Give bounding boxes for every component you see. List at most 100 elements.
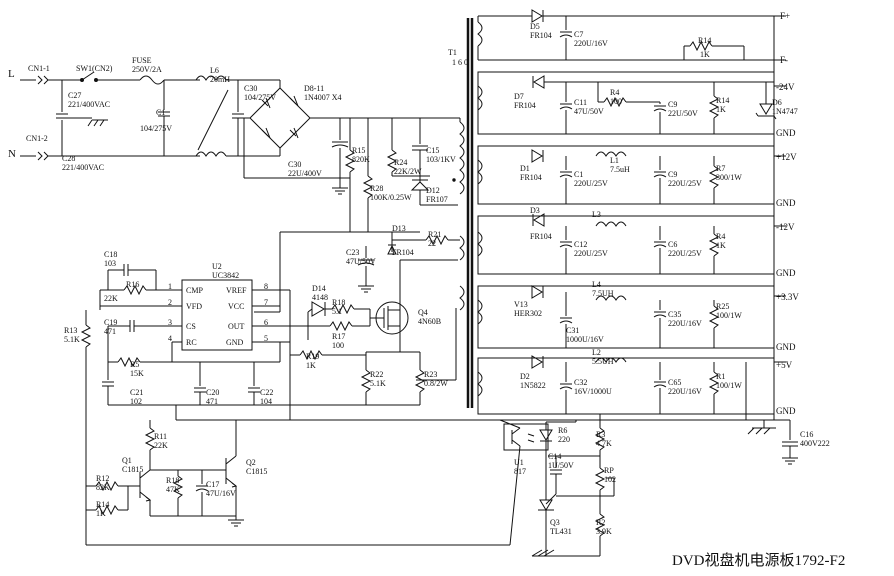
- c23-value: 47U/50V: [346, 257, 376, 266]
- pin-gnd: GND: [226, 338, 244, 347]
- r17-ref: R17: [332, 332, 346, 341]
- r14-neg24-ref: R14: [716, 96, 730, 105]
- compensation-network: [80, 264, 470, 545]
- c35-label: C35 220U/16V: [668, 310, 702, 328]
- r23-value: 0.8/2W: [424, 379, 448, 388]
- r4-neg24-ref: R4: [610, 88, 620, 97]
- u1-value: 817: [514, 467, 526, 476]
- r4-neg24-value: 100: [610, 97, 622, 106]
- c11-label: C11 47U/50V: [574, 98, 604, 116]
- pin-num-5: 5: [264, 334, 268, 343]
- d7-ref: D7: [514, 92, 524, 101]
- c21-label: C21 102: [130, 388, 143, 406]
- r5-value: 15K: [130, 369, 144, 378]
- l4-label: L4 7.5UH: [592, 280, 614, 298]
- r14b-label: R14 1K: [96, 500, 109, 518]
- c9-neg24-label: C9 22U/50V: [668, 100, 698, 118]
- d7-value: FR104: [514, 101, 536, 110]
- r14-fminus-ref: R14: [698, 36, 712, 45]
- fuse-symbol: [139, 75, 165, 85]
- c21-ref: C21: [130, 388, 144, 397]
- snubber-network: [386, 118, 458, 206]
- c32-label: C32 16V/1000U: [574, 378, 612, 396]
- r7-value: 300/1W: [716, 173, 742, 182]
- r21-value: 22: [428, 239, 436, 248]
- c31-value: 1000U/16V: [566, 335, 604, 344]
- q3-ref: Q3: [550, 518, 560, 527]
- r1-label: R1 100/1W: [716, 372, 742, 390]
- bulk-cap-ground-symbol: [332, 187, 348, 195]
- d3-value: FR104: [530, 232, 552, 241]
- c7-value: 220U/16V: [574, 39, 608, 48]
- channel-pos12: [477, 145, 775, 205]
- r22-ref: R22: [370, 370, 384, 379]
- c9-pos12-ref: C9: [668, 170, 678, 179]
- q2-label: Q2 C1815: [246, 458, 267, 476]
- sw1-switch-blade: [81, 71, 95, 81]
- q2-value: C1815: [246, 467, 268, 476]
- d8-ref: D8-11: [304, 84, 325, 93]
- c7-ref: C7: [574, 30, 584, 39]
- r14b-ref: R14: [96, 500, 110, 509]
- c1-pos12-value: 220U/25V: [574, 179, 608, 188]
- r2-value: 3.9K: [596, 527, 612, 536]
- c28-value: 221/400VAC: [62, 163, 105, 172]
- l4-value: 7.5UH: [592, 289, 614, 298]
- c6-ref: C6: [668, 240, 678, 249]
- feedback-loop: [499, 419, 615, 557]
- c1-input-value: 104/275V: [140, 124, 172, 133]
- c15-label: C15 103/1KV: [426, 146, 456, 164]
- u1-label: U1 817: [514, 458, 526, 476]
- d2-label: D2 1N5822: [520, 372, 546, 390]
- pin-vref: VREF: [226, 286, 247, 295]
- r23-label: R23 0.8/2W: [424, 370, 448, 388]
- r18b-value: 47K: [166, 485, 180, 494]
- c28-ref: C28: [62, 154, 76, 163]
- d1-ref: D1: [520, 164, 530, 173]
- r6-value: 220: [558, 435, 570, 444]
- r25-ref: R25: [716, 302, 730, 311]
- net-neg24: -24V: [776, 82, 795, 92]
- r18b-label: R18 47K: [166, 476, 180, 494]
- r4-neg24-label: R4 100: [610, 88, 622, 106]
- channel-neg12: [477, 213, 775, 275]
- pin-num-7: 7: [264, 298, 268, 307]
- r28-label: R28 100K/0.25W: [370, 184, 412, 202]
- c20-label: C20 471: [206, 388, 219, 406]
- c23-label: C23 47U/50V: [346, 248, 376, 266]
- net-fplus: F+: [780, 11, 791, 21]
- r18-ref: R18: [332, 298, 346, 307]
- sw1-label: SW1(CN2): [76, 64, 113, 73]
- r12-ref: R12: [96, 474, 110, 483]
- c22-value: 104: [260, 397, 272, 406]
- d8-value: 1N4007 X4: [304, 93, 342, 102]
- ac-input-section: [20, 71, 256, 161]
- c35-value: 220U/16V: [668, 319, 702, 328]
- d5-ref: D5: [530, 22, 540, 31]
- r18-value: 5.1: [332, 307, 342, 316]
- net-pos12: +12V: [776, 152, 797, 162]
- r4-neg12-value: 1K: [716, 241, 726, 250]
- r5-label: R5 15K: [130, 360, 144, 378]
- r2-label: R2 3.9K: [596, 518, 612, 536]
- r1-ref: R1: [716, 372, 726, 381]
- d1-label: D1 FR104: [520, 164, 542, 182]
- c14-value: 1U/50V: [548, 461, 574, 470]
- c12-ref: C12: [574, 240, 588, 249]
- pin-vcc: VCC: [228, 302, 245, 311]
- chassis-ground-symbol: [87, 119, 108, 127]
- c1-pos12-ref: C1: [574, 170, 584, 179]
- c20-ref: C20: [206, 388, 220, 397]
- r18b-ref: R18: [166, 476, 180, 485]
- pin-num-4: 4: [168, 334, 172, 343]
- r17-label: R17 100: [332, 332, 345, 350]
- r14-neg24-value: 1K: [716, 105, 726, 114]
- r11-label: R11 22K: [154, 432, 168, 450]
- c14-ref: C14: [548, 452, 562, 461]
- c6-value: 220U/25V: [668, 249, 702, 258]
- bridge-rectifier: [243, 79, 350, 179]
- l6-core: [197, 89, 229, 151]
- d2-value: 1N5822: [520, 381, 546, 390]
- c18-value: 103: [104, 259, 116, 268]
